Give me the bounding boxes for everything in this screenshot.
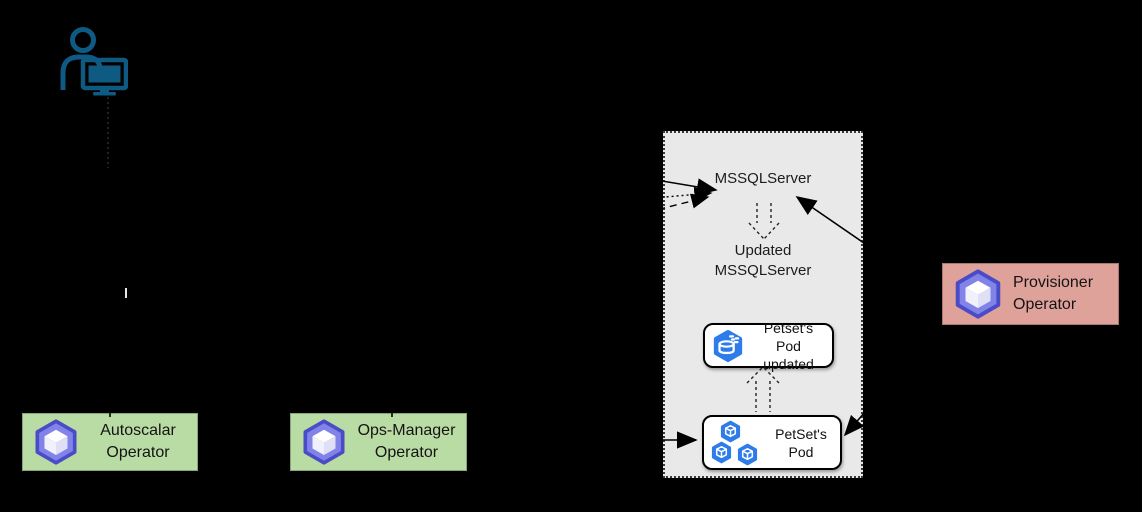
petset-pod-label: PetSet's Pod [775, 425, 827, 460]
updated-mssqlserver-label: Updated MSSQLServer [714, 242, 812, 279]
operator-cube-icon [955, 269, 1001, 319]
petset-pod-updated-box: Petset's Pod updated [703, 320, 834, 372]
ops-manager-operator-label: Ops-Manager Operator [357, 422, 456, 461]
pod-icons [710, 420, 762, 466]
pod-icon [711, 441, 732, 463]
pod-updated-icon [713, 329, 743, 362]
artifact-tick [125, 288, 127, 298]
ops-manager-operator-box: Ops-Manager Operator [290, 413, 467, 471]
operator-cube-icon [35, 419, 77, 465]
autoscalar-operator-box: Autoscalar Operator [22, 413, 198, 471]
person-at-computer-icon [60, 27, 128, 96]
cluster-panel: MSSQLServer Updated MSSQLServer Petset's… [663, 131, 863, 478]
pod-icon [720, 420, 741, 442]
autoscalar-operator-label: Autoscalar Operator [100, 422, 176, 461]
pod-icon [737, 443, 758, 465]
pod-updated-label: Petset's Pod updated [763, 319, 814, 372]
provisioner-operator-label: Provisioner Operator [1013, 274, 1094, 313]
petset-pod-box: PetSet's Pod [702, 415, 842, 470]
provisioner-operator-box: Provisioner Operator [942, 263, 1119, 325]
operator-cube-icon [303, 419, 345, 465]
mssqlserver-label: MSSQLServer [714, 170, 812, 187]
